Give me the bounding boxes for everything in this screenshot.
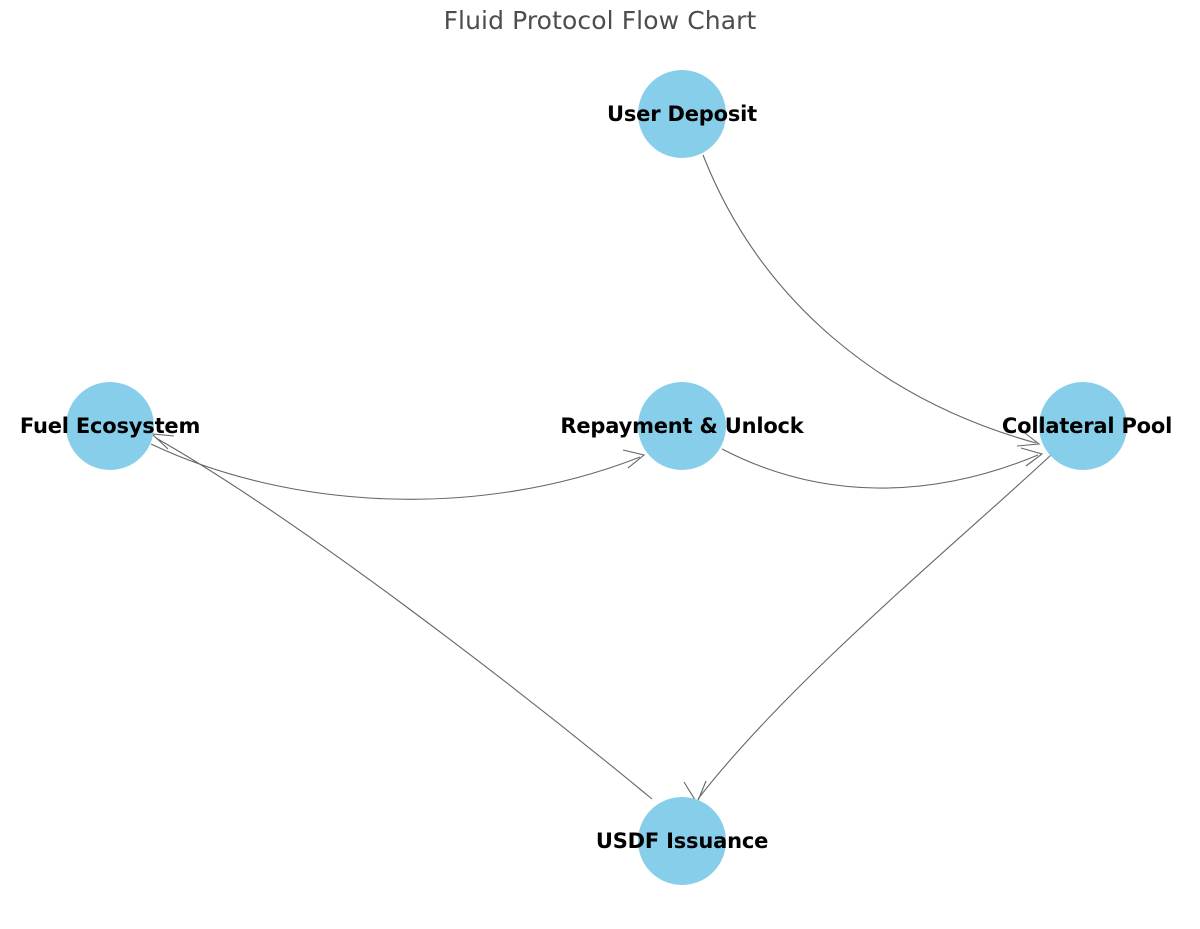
arrowhead-icon <box>622 449 646 469</box>
edge-path <box>150 443 641 500</box>
graph-edge-collateral_pool-to-usdf_issuance[interactable] <box>683 454 1052 805</box>
graph-node-usdf_issuance[interactable] <box>638 797 726 885</box>
graph-node-user_deposit[interactable] <box>638 70 726 158</box>
arrowhead-icon <box>1020 447 1044 467</box>
edges-layer <box>150 154 1052 805</box>
graph-edge-fuel_ecosystem-to-repayment_unlock[interactable] <box>150 443 646 500</box>
edge-path <box>721 448 1039 489</box>
graph-node-fuel_ecosystem[interactable] <box>66 382 154 470</box>
arrowhead-icon <box>1016 429 1041 447</box>
edge-path <box>155 437 653 800</box>
graph-edge-user_deposit-to-collateral_pool[interactable] <box>702 154 1041 447</box>
graph-edge-repayment_unlock-to-collateral_pool[interactable] <box>721 447 1044 489</box>
graph-node-collateral_pool[interactable] <box>1039 382 1127 470</box>
graph-node-repayment_unlock[interactable] <box>638 382 726 470</box>
chart-title: Fluid Protocol Flow Chart <box>443 6 757 35</box>
graph-edge-usdf_issuance-to-fuel_ecosystem[interactable] <box>150 433 653 800</box>
edge-path <box>697 454 1052 800</box>
nodes-layer <box>66 70 1127 885</box>
edge-path <box>702 154 1037 444</box>
